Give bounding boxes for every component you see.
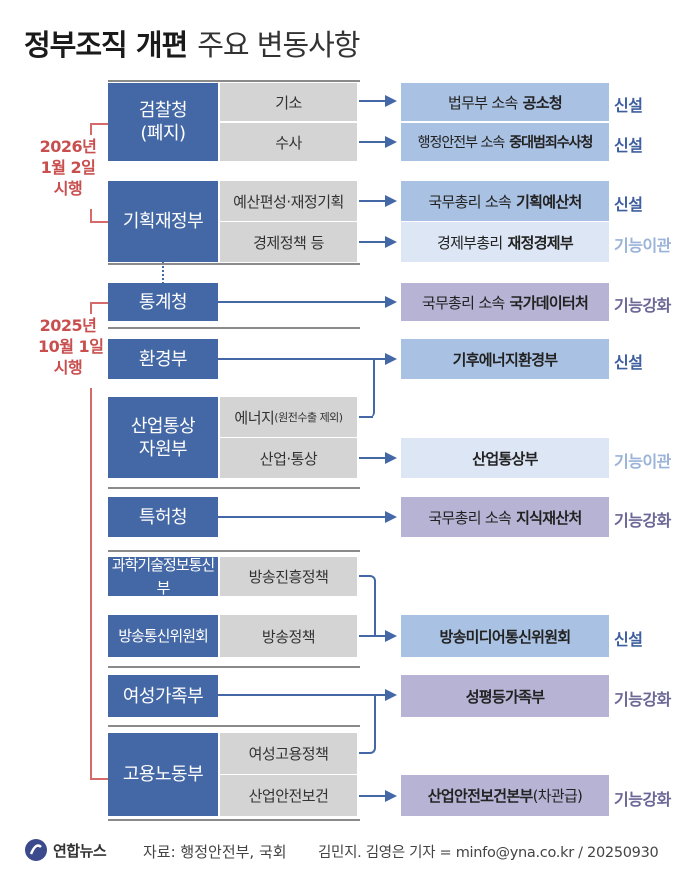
connector-9a [359, 575, 376, 635]
connector-10 [218, 694, 391, 696]
connector-5 [218, 301, 391, 303]
connector-6c [369, 358, 375, 418]
function-women-employment: 여성고용정책 [220, 733, 357, 774]
source-text: 자료: 행정안전부, 국회 [143, 843, 287, 861]
function-trade: 산업·통상 [220, 438, 357, 478]
status-label: 신설 [614, 136, 643, 155]
logo: 연합뉴스 [24, 838, 107, 862]
result-industry-trade: 산업통상부 [401, 438, 609, 478]
org-statistics: 통계청 [108, 283, 218, 321]
org-patent: 특허청 [108, 497, 218, 537]
connector-9 [359, 635, 391, 637]
arrow-head-7 [385, 452, 397, 464]
connector-7 [359, 457, 391, 459]
logo-mark-icon [25, 839, 47, 861]
status-label: 기능강화 [614, 296, 671, 315]
function-industrial-safety: 산업안전보건 [220, 775, 357, 816]
divider-1 [108, 80, 360, 82]
divider-2 [108, 263, 360, 265]
org-labor: 고용노동부 [108, 733, 218, 816]
function-broadcast-promo: 방송진흥정책 [220, 557, 357, 596]
connector-8 [218, 516, 391, 518]
connector-10b [359, 694, 376, 754]
arrow-head-10 [385, 689, 397, 701]
divider-6 [108, 666, 360, 668]
connector-6 [218, 358, 391, 360]
divider-7 [108, 725, 360, 727]
status-label: 신설 [614, 96, 643, 115]
result-gender-equality-family: 성평등가족부 [401, 675, 609, 717]
status-label: 신설 [614, 630, 643, 649]
arrow-head-8 [385, 511, 397, 523]
arrow-head-5 [385, 296, 397, 308]
side-label-2026: 2026년 1월 2일 시행 [39, 137, 97, 198]
arrow-head-6 [385, 353, 397, 365]
connector-6b [359, 416, 373, 418]
org-gender: 여성가족부 [108, 675, 218, 717]
org-environment: 환경부 [108, 339, 218, 379]
connector-2 [359, 141, 391, 143]
connector-11 [359, 795, 391, 797]
status-label: 기능강화 [614, 790, 671, 809]
arrow-head-9 [385, 630, 397, 642]
divider-4 [108, 487, 360, 489]
function-budget: 예산편성·재정기획 [220, 181, 357, 221]
result-climate-energy-env: 기후에너지환경부 [401, 339, 609, 379]
arrow-head-1 [385, 95, 397, 107]
function-investigation: 수사 [220, 123, 357, 161]
status-label: 기능이관 [614, 236, 671, 255]
function-broadcast-policy: 방송정책 [220, 615, 357, 657]
org-prosecution: 검찰청 (폐지) [108, 83, 218, 161]
connector-4 [359, 241, 391, 243]
org-broadcast-comm: 방송통신위원회 [108, 615, 218, 657]
status-label: 신설 [614, 195, 643, 214]
function-energy: 에너지(원전수출 제외) [220, 397, 357, 437]
result-broadcast-media-comm: 방송미디어통신위원회 [401, 615, 609, 657]
bracket-2025-mask [38, 314, 96, 388]
connector-3 [359, 200, 391, 202]
arrow-head-11 [385, 790, 397, 802]
status-label: 신설 [614, 353, 643, 372]
divider-5 [108, 550, 360, 552]
divider-3 [108, 327, 360, 329]
org-industry: 산업통상 자원부 [108, 397, 218, 478]
function-economic-policy: 경제정책 등 [220, 222, 357, 262]
result-industrial-safety-hq: 산업안전보건본부(차관급) [401, 775, 609, 816]
credit-text: 김민지. 김영은 기자 = minfo@yna.co.kr / 20250930 [318, 845, 659, 861]
org-finance: 기획재정부 [108, 181, 218, 262]
divider-8 [108, 819, 360, 821]
arrowheads [385, 95, 397, 802]
arrow-head-4 [385, 236, 397, 248]
status-label: 기능강화 [614, 690, 671, 709]
side-label-2025: 2025년 10월 1일 시행 [38, 316, 104, 377]
bracket-2025 [90, 302, 110, 780]
status-label: 기능강화 [614, 511, 671, 530]
arrow-head-2 [385, 136, 397, 148]
function-indictment: 기소 [220, 83, 357, 121]
arrow-head-3 [385, 195, 397, 207]
status-label: 기능이관 [614, 452, 671, 471]
dotted-connector [162, 262, 164, 284]
connector-1 [359, 100, 391, 102]
bracket-2026-mask [38, 135, 96, 209]
org-science: 과학기술정보통신부 [108, 556, 218, 597]
